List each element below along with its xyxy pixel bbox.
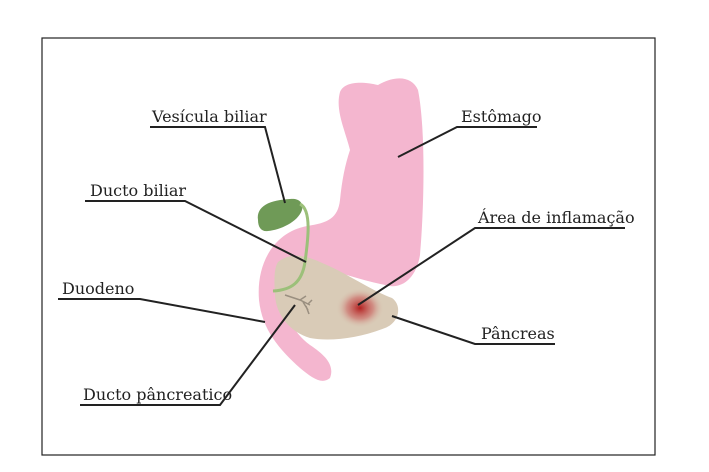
bile-duct-leader <box>85 200 307 263</box>
label-duodenum: Duodeno <box>62 279 134 298</box>
pancreas-leader <box>391 315 555 345</box>
label-pancreatic-duct: Ducto pâncreatico <box>83 385 232 404</box>
label-inflammation: Área de inflamação <box>477 207 635 227</box>
label-bile-duct: Ducto biliar <box>90 181 186 200</box>
stomach-shape <box>258 78 424 381</box>
gallbladder-leader <box>150 126 286 204</box>
gallbladder-shape <box>257 198 303 232</box>
pancreatic-duct-leader <box>80 304 296 406</box>
inflammation-leader <box>357 227 625 306</box>
stomach-leader <box>397 126 537 158</box>
label-stomach: Estômago <box>461 107 542 126</box>
inflammation-area <box>336 288 384 328</box>
label-pancreas: Pâncreas <box>481 324 555 343</box>
duodenum-leader <box>58 298 266 323</box>
label-gallbladder: Vesícula biliar <box>151 107 267 126</box>
pancreatic-duct-shape <box>284 294 313 315</box>
